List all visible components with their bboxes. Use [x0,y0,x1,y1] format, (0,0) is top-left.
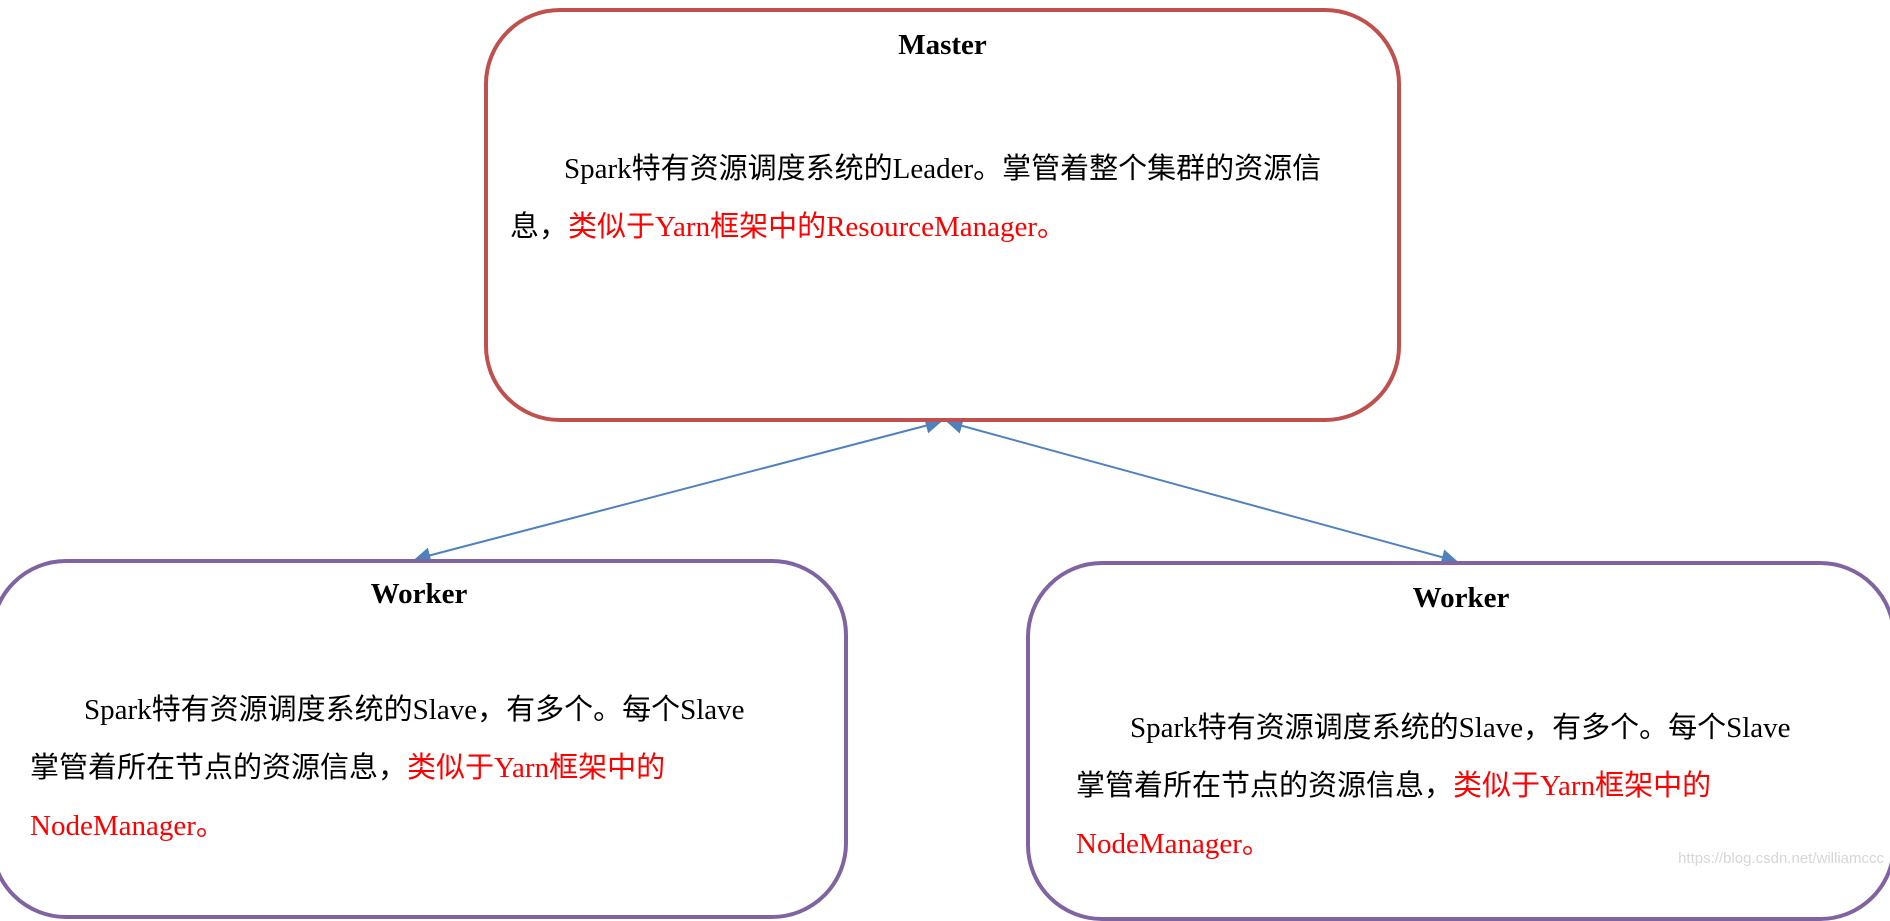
master-node: Master Spark特有资源调度系统的Leader。掌管着整个集群的资源信息… [484,8,1401,422]
worker-title: Worker [1412,582,1510,614]
worker-description-highlight: 类似于Yarn框架中的NodeManager。 [1076,770,1712,860]
worker-description-text: Spark特有资源调度系统的Slave，有多个。每个Slave掌管着所在节点的资… [1076,712,1791,802]
master-description-text: Spark特有资源调度系统的Leader。掌管着整个集群的资源信息， [510,153,1322,243]
connector-master-worker-left [414,417,942,564]
worker-node-right: Worker Spark特有资源调度系统的Slave，有多个。每个Slave掌管… [1026,561,1890,921]
master-description-highlight: 类似于Yarn框架中的ResourceManager。 [568,211,1067,243]
master-description: Spark特有资源调度系统的Leader。掌管着整个集群的资源信息，类似于Yar… [510,140,1336,256]
worker-description: Spark特有资源调度系统的Slave，有多个。每个Slave掌管着所在节点的资… [1076,699,1814,873]
watermark: https://blog.csdn.net/williamccc [1678,850,1884,867]
master-title: Master [898,29,987,61]
worker-description-highlight: 类似于Yarn框架中的NodeManager。 [30,752,666,842]
worker-description: Spark特有资源调度系统的Slave，有多个。每个Slave掌管着所在节点的资… [30,681,768,855]
worker-description-text: Spark特有资源调度系统的Slave，有多个。每个Slave掌管着所在节点的资… [30,694,745,784]
worker-title: Worker [370,578,468,610]
connectors-layer [414,417,1458,565]
worker-node-left: Worker Spark特有资源调度系统的Slave，有多个。每个Slave掌管… [0,559,848,919]
connector-master-worker-right [946,418,1458,565]
